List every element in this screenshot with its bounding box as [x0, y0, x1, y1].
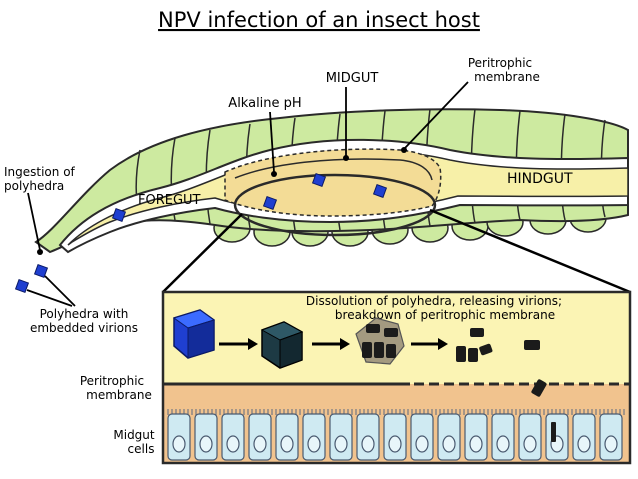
ingestion-leader [27, 192, 41, 251]
ingestion-leader-dot [37, 249, 43, 255]
midgut-cells [167, 413, 623, 461]
polyhedron-dissolving-icon [355, 317, 405, 365]
peritrophic-membrane-top-leader [404, 81, 469, 149]
cell-nucleus [415, 435, 429, 453]
peritrophic-membrane-top-label-2: membrane [474, 70, 540, 84]
hindgut-label: HINDGUT [507, 171, 573, 187]
cell-nucleus [253, 435, 267, 453]
midgut-label: MIDGUT [326, 71, 379, 86]
free-polyhedra [14, 263, 49, 294]
virion-bundles [362, 324, 398, 358]
cell-nucleus [523, 435, 537, 453]
zoom-line-left [162, 213, 243, 293]
peritrophic-membrane-top-leader-dot [401, 147, 407, 153]
zoom-line-right [429, 208, 631, 294]
peritrophic-membrane-line [234, 158, 433, 181]
cell-nucleus [280, 435, 294, 453]
ingestion-label-2: polyhedra [4, 179, 64, 193]
cell-nucleus [469, 435, 483, 453]
dissolution-label-2: breakdown of peritrophic membrane [335, 308, 555, 322]
cell-nucleus [199, 435, 213, 453]
polyhedra-leader-1 [44, 275, 76, 307]
arrow-1-icon [219, 338, 258, 350]
foregut-label: FOREGUT [138, 193, 201, 208]
polyhedron-intact-icon [172, 309, 216, 359]
cell-nucleus [442, 435, 456, 453]
midgut-cells-label-1: Midgut [113, 428, 155, 442]
gut-polyhedra [111, 172, 388, 223]
alkaline-ph-label: Alkaline pH [228, 96, 301, 111]
cell-nucleus [307, 435, 321, 453]
peritrophic-membrane-left-label-1: Peritrophic [80, 374, 144, 388]
cell-nucleus [334, 435, 348, 453]
cell-nucleus [361, 435, 375, 453]
cell-nucleus [604, 435, 618, 453]
diagram-title: NPV infection of an insect host [158, 8, 480, 32]
alkaline-ph-leader-dot [271, 171, 277, 177]
peritrophic-membrane-left-label-2: membrane [86, 388, 152, 402]
dissolution-label-1: Dissolution of polyhedra, releasing viri… [306, 294, 562, 308]
ingestion-label-1: Ingestion of [4, 165, 76, 179]
midgut-cells-label-2: cells [128, 442, 155, 456]
peritrophic-membrane-top-label-1: Peritrophic [468, 56, 532, 70]
gut [58, 138, 629, 254]
polyhedra-label-2: embedded virions [30, 321, 138, 335]
cell-nucleus [172, 435, 186, 453]
alkaline-ph-leader [269, 111, 275, 173]
cell-nucleus [388, 435, 402, 453]
released-virions-icon [456, 328, 556, 442]
arrow-3-icon [411, 338, 448, 350]
polyhedra-leader-2 [26, 289, 73, 307]
panel-border [161, 290, 632, 465]
cell-nucleus [226, 435, 240, 453]
magnify-ellipse [233, 173, 437, 237]
panel-tissue [163, 384, 630, 408]
polyhedron-dark-icon [260, 321, 304, 369]
arrow-2-icon [312, 338, 350, 350]
polyhedra-label-1: Polyhedra with [40, 307, 129, 321]
cell-nucleus [496, 435, 510, 453]
cell-nucleus [577, 435, 591, 453]
midgut-leader-dot [343, 155, 349, 161]
